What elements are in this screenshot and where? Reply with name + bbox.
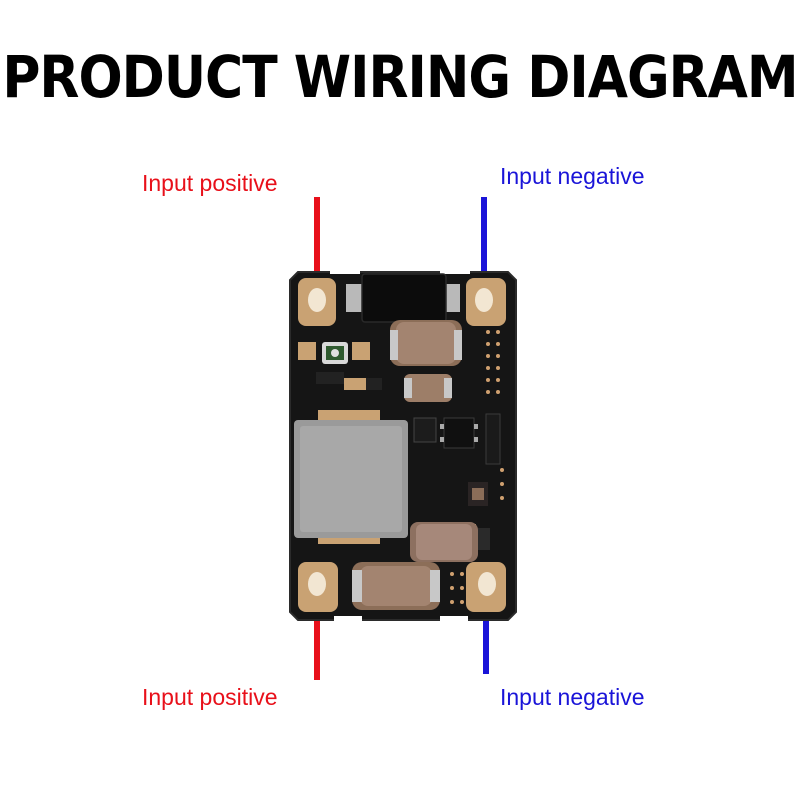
diode-component	[346, 273, 460, 323]
label-input-positive-bottom: Input positive	[142, 684, 278, 710]
ic-chip	[440, 413, 501, 465]
label-input-negative-bottom: Input negative	[500, 684, 645, 710]
wire-positive-bottom	[314, 582, 320, 680]
label-input-negative-top: Input negative	[500, 163, 645, 189]
pad-negative-bottom	[466, 562, 506, 612]
wire-negative-top	[481, 197, 487, 305]
capacitor-top-small	[404, 374, 452, 402]
inductor-component	[294, 410, 408, 544]
wire-positive-top	[314, 197, 320, 305]
capacitor-bottom-right	[410, 522, 478, 562]
led-component	[298, 342, 370, 364]
pad-positive-top	[298, 278, 336, 326]
label-input-positive-top: Input positive	[142, 170, 278, 196]
pad-positive-bottom	[298, 562, 338, 612]
capacitor-top-large	[390, 320, 462, 366]
capacitor-bottom-large	[352, 562, 440, 610]
pad-negative-top	[466, 278, 506, 326]
page-title: PRODUCT WIRING DIAGRAM	[2, 44, 798, 112]
wire-negative-bottom	[483, 582, 489, 674]
via-holes	[450, 330, 504, 604]
